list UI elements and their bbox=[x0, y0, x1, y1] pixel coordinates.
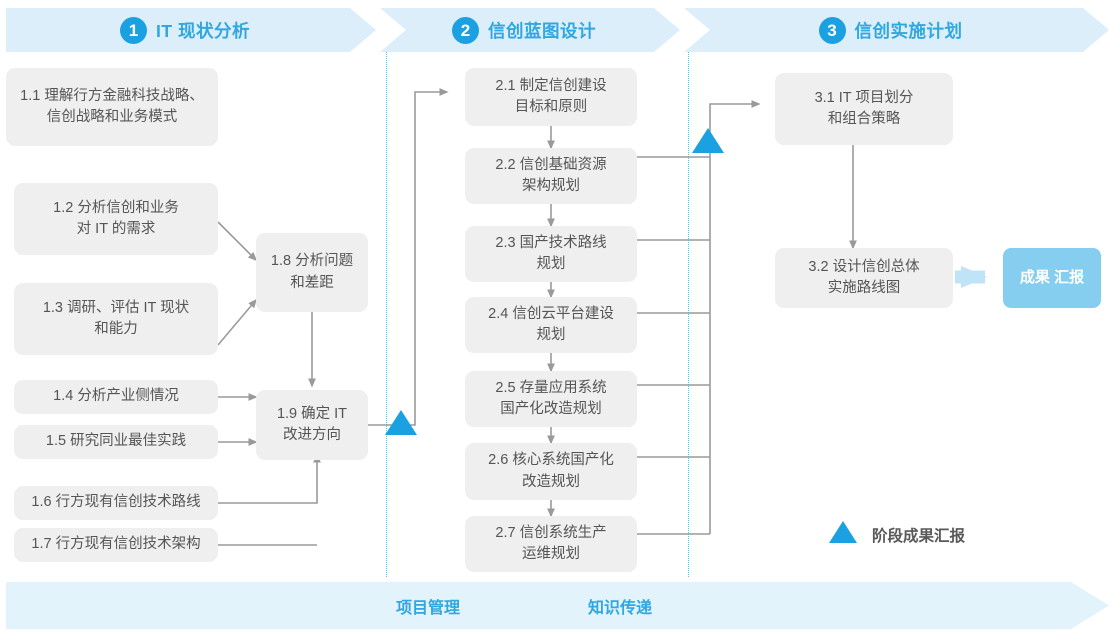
task-box-1-9[interactable]: 1.9 确定 IT 改进方向 bbox=[256, 390, 368, 460]
task-1-1-line2: 信创战略和业务模式 bbox=[46, 109, 178, 125]
task-1-2-line1: 1.2 分析信创和业务 bbox=[53, 199, 179, 216]
task-2-3-line2: 规划 bbox=[536, 256, 566, 272]
task-box-2-1[interactable]: 2.1 制定信创建设 目标和原则 bbox=[465, 68, 637, 126]
task-box-1-6[interactable]: 1.6 行方现有信创技术路线 bbox=[14, 486, 218, 520]
phase-title-1: IT 现状分析 bbox=[156, 20, 250, 41]
task-3-2-line1: 3.2 设计信创总体 bbox=[808, 258, 920, 275]
task-box-1-1[interactable]: 1.1 理解行方金融科技战略、 信创战略和业务模式 bbox=[6, 68, 218, 146]
task-box-1-5[interactable]: 1.5 研究同业最佳实践 bbox=[14, 425, 218, 459]
task-2-1-line1: 2.1 制定信创建设 bbox=[495, 77, 607, 94]
task-1-3-line1: 1.3 调研、评估 IT 现状 bbox=[42, 299, 190, 316]
task-1-6-label: 1.6 行方现有信创技术路线 bbox=[31, 494, 201, 511]
milestone-triangle-icon-phase1 bbox=[385, 410, 417, 435]
task-box-3-2[interactable]: 3.2 设计信创总体 实施路线图 bbox=[775, 248, 953, 308]
task-1-7-label: 1.7 行方现有信创技术架构 bbox=[31, 536, 201, 553]
task-2-7-line1: 2.7 信创系统生产 bbox=[495, 524, 607, 541]
phase-title-3: 信创实施计划 bbox=[854, 20, 963, 41]
legend-label: 阶段成果汇报 bbox=[872, 528, 966, 545]
legend-triangle-icon bbox=[829, 521, 857, 543]
task-box-2-3[interactable]: 2.3 国产技术路线 规划 bbox=[465, 226, 637, 282]
task-1-9-line2: 改进方向 bbox=[282, 427, 341, 443]
bottom-band bbox=[6, 582, 1109, 629]
task-2-6-line2: 改造规划 bbox=[522, 473, 580, 490]
task-box-2-2[interactable]: 2.2 信创基础资源 架构规划 bbox=[465, 148, 637, 204]
bottom-label-knowledge-transfer: 知识传递 bbox=[588, 600, 653, 617]
task-1-1-line1: 1.1 理解行方金融科技战略、 bbox=[20, 87, 204, 104]
task-box-2-6[interactable]: 2.6 核心系统国产化 改造规划 bbox=[465, 443, 637, 500]
task-1-2-line2: 对 IT 的需求 bbox=[76, 221, 156, 237]
task-box-2-5[interactable]: 2.5 存量应用系统 国产化改造规划 bbox=[465, 371, 637, 427]
task-2-5-line2: 国产化改造规划 bbox=[500, 401, 602, 417]
task-1-8-line2: 和差距 bbox=[290, 274, 334, 291]
task-box-1-8[interactable]: 1.8 分析问题 和差距 bbox=[256, 233, 368, 312]
task-box-2-4[interactable]: 2.4 信创云平台建设 规划 bbox=[465, 297, 637, 353]
task-box-1-4[interactable]: 1.4 分析产业侧情况 bbox=[14, 380, 218, 414]
result-line1: 成果 bbox=[1019, 268, 1050, 286]
task-2-6-line1: 2.6 核心系统国产化 bbox=[488, 452, 614, 469]
task-2-7-line2: 运维规划 bbox=[522, 546, 580, 562]
phase-header-3[interactable]: 3 信创实施计划 bbox=[684, 8, 1109, 52]
task-1-4-label: 1.4 分析产业侧情况 bbox=[53, 388, 179, 405]
phase-number-badge-3: 3 bbox=[818, 16, 846, 44]
task-3-2-line2: 实施路线图 bbox=[827, 280, 901, 296]
bottom-label-project-management: 项目管理 bbox=[396, 600, 461, 617]
task-2-4-line1: 2.4 信创云平台建设 bbox=[488, 305, 614, 322]
phase-header-1-content: 1 IT 现状分析 bbox=[120, 16, 250, 44]
result-report-box[interactable]: 成果 汇报 bbox=[1003, 248, 1101, 308]
phase-header-3-content: 3 信创实施计划 bbox=[818, 16, 963, 44]
phase-number-badge-2: 2 bbox=[452, 16, 479, 44]
task-box-1-3[interactable]: 1.3 调研、评估 IT 现状 和能力 bbox=[14, 283, 218, 355]
task-2-2-line2: 架构规划 bbox=[522, 178, 580, 194]
task-1-9-line1: 1.9 确定 IT bbox=[276, 405, 348, 422]
phase-header-1[interactable]: 1 IT 现状分析 bbox=[6, 8, 376, 52]
task-2-5-line1: 2.5 存量应用系统 bbox=[495, 379, 607, 396]
phase-header-2-content: 2 信创蓝图设计 bbox=[452, 16, 596, 44]
task-2-2-line1: 2.2 信创基础资源 bbox=[495, 156, 607, 173]
phase-header-2[interactable]: 2 信创蓝图设计 bbox=[380, 8, 680, 52]
phase-separator-2 bbox=[688, 52, 689, 577]
task-2-3-line1: 2.3 国产技术路线 bbox=[495, 234, 607, 251]
task-2-1-line2: 目标和原则 bbox=[514, 99, 588, 115]
task-1-5-label: 1.5 研究同业最佳实践 bbox=[45, 433, 187, 450]
task-box-2-7[interactable]: 2.7 信创系统生产 运维规划 bbox=[465, 516, 637, 572]
task-box-3-1[interactable]: 3.1 IT 项目划分 和组合策略 bbox=[775, 73, 953, 145]
task-box-1-7[interactable]: 1.7 行方现有信创技术架构 bbox=[14, 528, 218, 562]
phase-separator-1 bbox=[386, 52, 387, 577]
task-2-4-line2: 规划 bbox=[536, 327, 566, 343]
task-1-3-line2: 和能力 bbox=[94, 321, 138, 337]
task-3-1-line1: 3.1 IT 项目划分 bbox=[814, 89, 914, 106]
result-line2: 汇报 bbox=[1054, 268, 1085, 286]
milestone-triangle-icon-phase2 bbox=[692, 128, 724, 153]
task-3-1-line2: 和组合策略 bbox=[827, 111, 901, 127]
phase-title-2: 信创蓝图设计 bbox=[488, 20, 596, 41]
phase-number-badge-1: 1 bbox=[120, 16, 148, 44]
task-1-8-line1: 1.8 分析问题 bbox=[270, 253, 354, 270]
task-box-1-2[interactable]: 1.2 分析信创和业务 对 IT 的需求 bbox=[14, 183, 218, 255]
